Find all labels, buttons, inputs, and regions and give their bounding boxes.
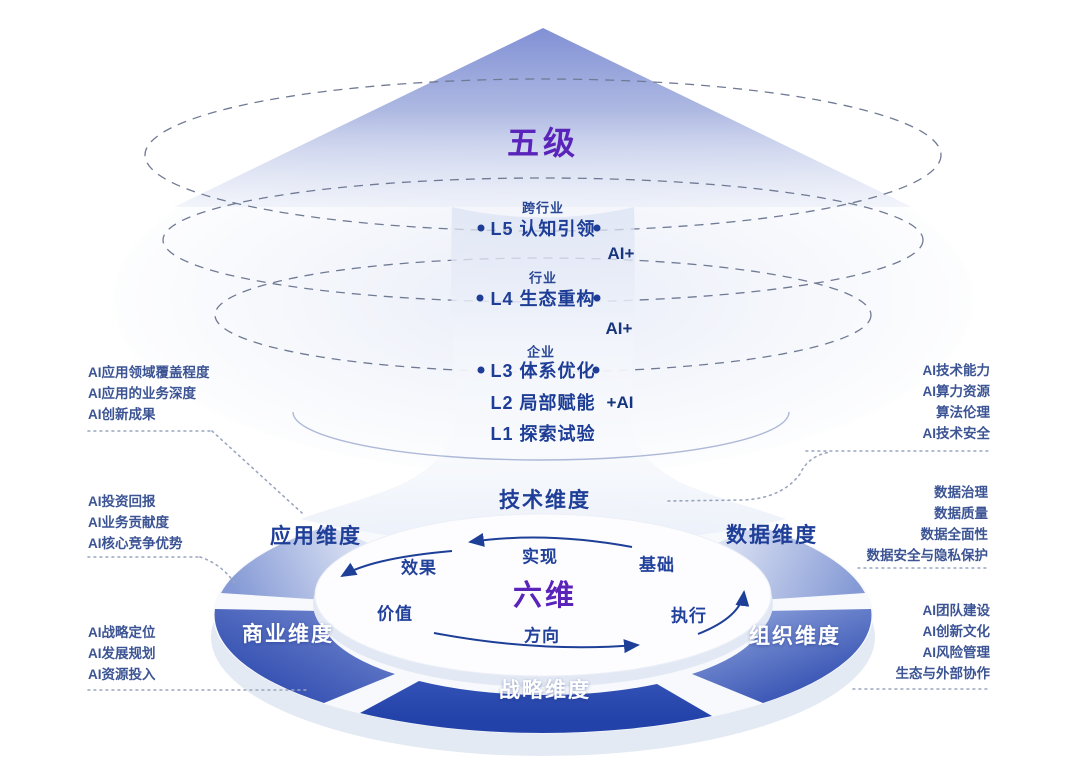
ring-segment-organization — [692, 609, 872, 703]
ai-plus-tag-2: AI+ — [605, 319, 633, 338]
dashed-ellipse-l4 — [162, 177, 924, 303]
note-item: AI发展规划 — [88, 646, 156, 661]
note-item: 数据全面性 — [920, 527, 989, 542]
note-item: AI核心竞争优势 — [88, 536, 183, 551]
ring-segment-data — [689, 526, 865, 600]
cycle-arrow-bottom — [433, 632, 640, 654]
connector-technology-notes — [667, 451, 831, 502]
cycle-word-bottom-left: 价值 — [377, 604, 413, 624]
notes-strategy-group: AI战略定位 AI发展规划 AI资源投入 — [88, 622, 156, 685]
note-item: AI投资回报 — [88, 494, 156, 509]
cycle-arrow-right — [697, 590, 750, 635]
connector-business-notes — [199, 556, 237, 586]
level-scope-l3: 企业 — [526, 344, 556, 360]
note-item: AI技术安全 — [922, 426, 991, 441]
cycle-arrow-top — [468, 533, 633, 548]
note-item: AI业务贡献度 — [88, 515, 169, 530]
cycle-word-bottom: 方向 — [524, 626, 560, 646]
funnel-bell — [300, 207, 786, 546]
note-item: 生态与外部协作 — [895, 666, 991, 681]
dimension-label-strategy: 战略维度 — [499, 679, 591, 702]
cycle-word-top-right: 基础 — [639, 555, 675, 575]
dimension-label-application: 应用维度 — [270, 525, 362, 548]
ai-plus-tag-1: AI+ — [607, 244, 635, 263]
level-label-l5: L5 认知引领 — [490, 219, 596, 239]
funnel-cone — [174, 28, 912, 207]
cycle-word-top-left: 效果 — [401, 558, 437, 578]
level-label-l1: L1 探索试验 — [490, 424, 596, 444]
notes-organization-group: AI团队建设 AI创新文化 AI风险管理 生态与外部协作 — [896, 600, 991, 684]
connector-application-notes — [211, 430, 303, 514]
note-item: 数据安全与隐私保护 — [866, 548, 989, 563]
cycle-arrow-left — [340, 550, 453, 578]
note-item: AI战略定位 — [88, 625, 156, 640]
dimension-label-business: 商业维度 — [242, 623, 334, 646]
notes-application-group: AI应用领域覆盖程度 AI应用的业务深度 AI创新成果 — [88, 362, 210, 425]
notes-data-group: 数据治理 数据质量 数据全面性 数据安全与隐私保护 — [867, 482, 989, 566]
note-item: AI算力资源 — [922, 384, 991, 399]
note-item: AI应用领域覆盖程度 — [88, 365, 210, 380]
ring-segment-business — [214, 609, 395, 703]
level-scope-l4: 行业 — [528, 270, 558, 286]
plus-ai-tag: +AI — [606, 393, 634, 412]
note-item: AI团队建设 — [922, 603, 991, 618]
cycle-word-top: 实现 — [522, 547, 558, 567]
note-item: AI资源投入 — [88, 667, 156, 682]
note-item: 数据治理 — [934, 485, 988, 500]
dimension-label-data: 数据维度 — [726, 524, 818, 547]
notes-technology-group: AI技术能力 AI算力资源 算法伦理 AI技术安全 — [923, 360, 991, 444]
note-item: AI创新文化 — [922, 624, 991, 639]
ring-segment-strategy — [360, 681, 712, 733]
level-label-l2: L2 局部赋能 — [490, 393, 596, 413]
level-dots — [476, 224, 601, 374]
note-item: AI应用的业务深度 — [88, 386, 196, 401]
note-item: AI创新成果 — [88, 407, 156, 422]
level-scope-l5: 跨行业 — [521, 200, 565, 216]
cycle-word-bottom-right: 执行 — [671, 606, 707, 626]
note-item: AI技术能力 — [922, 363, 991, 378]
note-item: AI风险管理 — [922, 645, 991, 660]
inner-plate-top — [314, 513, 772, 677]
six-dimensions-title: 六维 — [512, 580, 578, 612]
bell-rim-arc — [292, 411, 790, 461]
dimension-label-technology: 技术维度 — [499, 489, 591, 512]
note-item: 数据质量 — [934, 506, 988, 521]
level-label-l4: L4 生态重构 — [490, 289, 596, 309]
notes-business-group: AI投资回报 AI业务贡献度 AI核心竞争优势 — [88, 491, 183, 554]
level-label-l3: L3 体系优化 — [490, 361, 596, 381]
five-levels-title: 五级 — [506, 125, 580, 161]
dotted-connectors — [87, 430, 989, 691]
ring-segment-application — [221, 526, 397, 600]
note-item: 算法伦理 — [936, 405, 990, 420]
dimension-label-organization: 组织维度 — [749, 625, 841, 648]
